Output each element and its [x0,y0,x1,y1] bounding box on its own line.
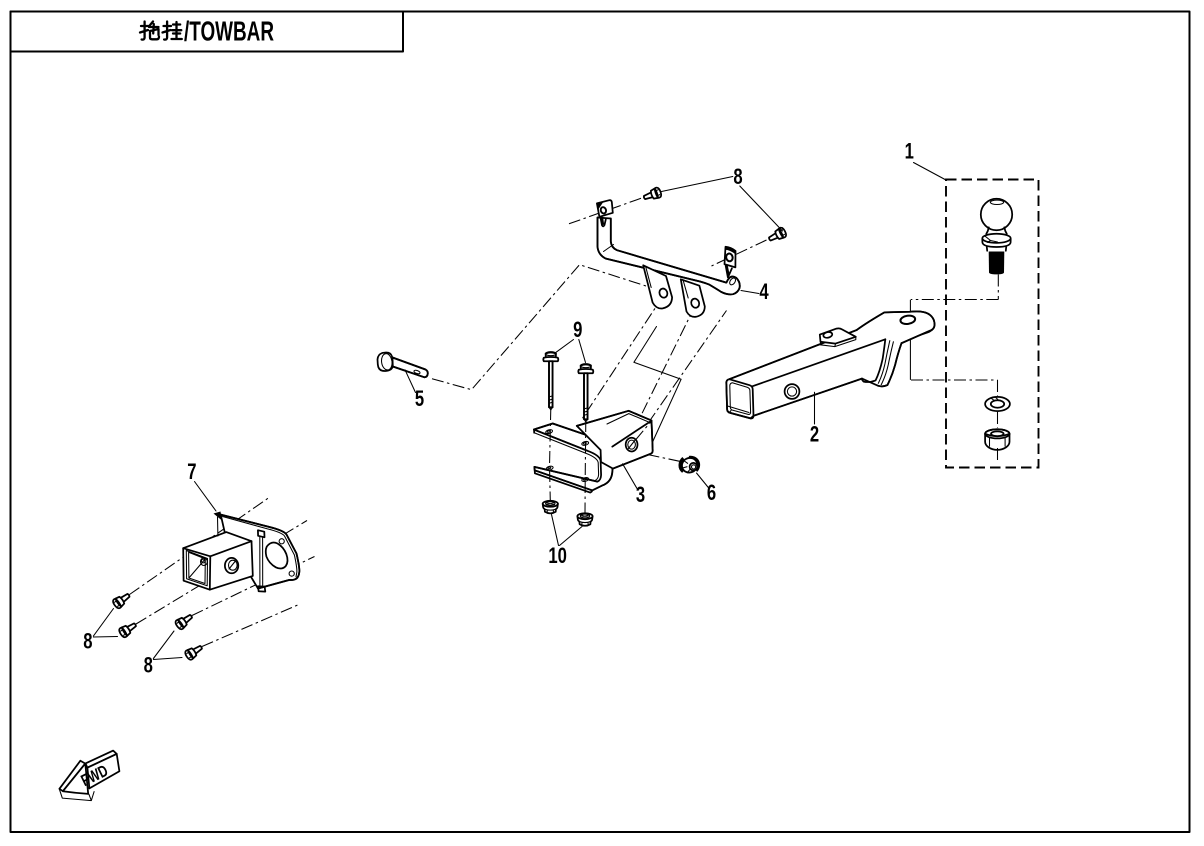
svg-text:6: 6 [707,481,716,506]
svg-text:5: 5 [415,387,424,412]
svg-text:1: 1 [905,139,914,164]
svg-text:/TOWBAR: /TOWBAR [184,16,274,47]
svg-text:2: 2 [810,422,819,447]
svg-text:8: 8 [733,165,742,190]
svg-text:9: 9 [573,318,582,343]
svg-text:7: 7 [187,460,196,485]
svg-text:10: 10 [548,544,567,569]
svg-text:8: 8 [83,629,92,654]
svg-text:4: 4 [759,280,768,305]
svg-text:8: 8 [144,653,153,678]
svg-text:3: 3 [636,483,645,508]
